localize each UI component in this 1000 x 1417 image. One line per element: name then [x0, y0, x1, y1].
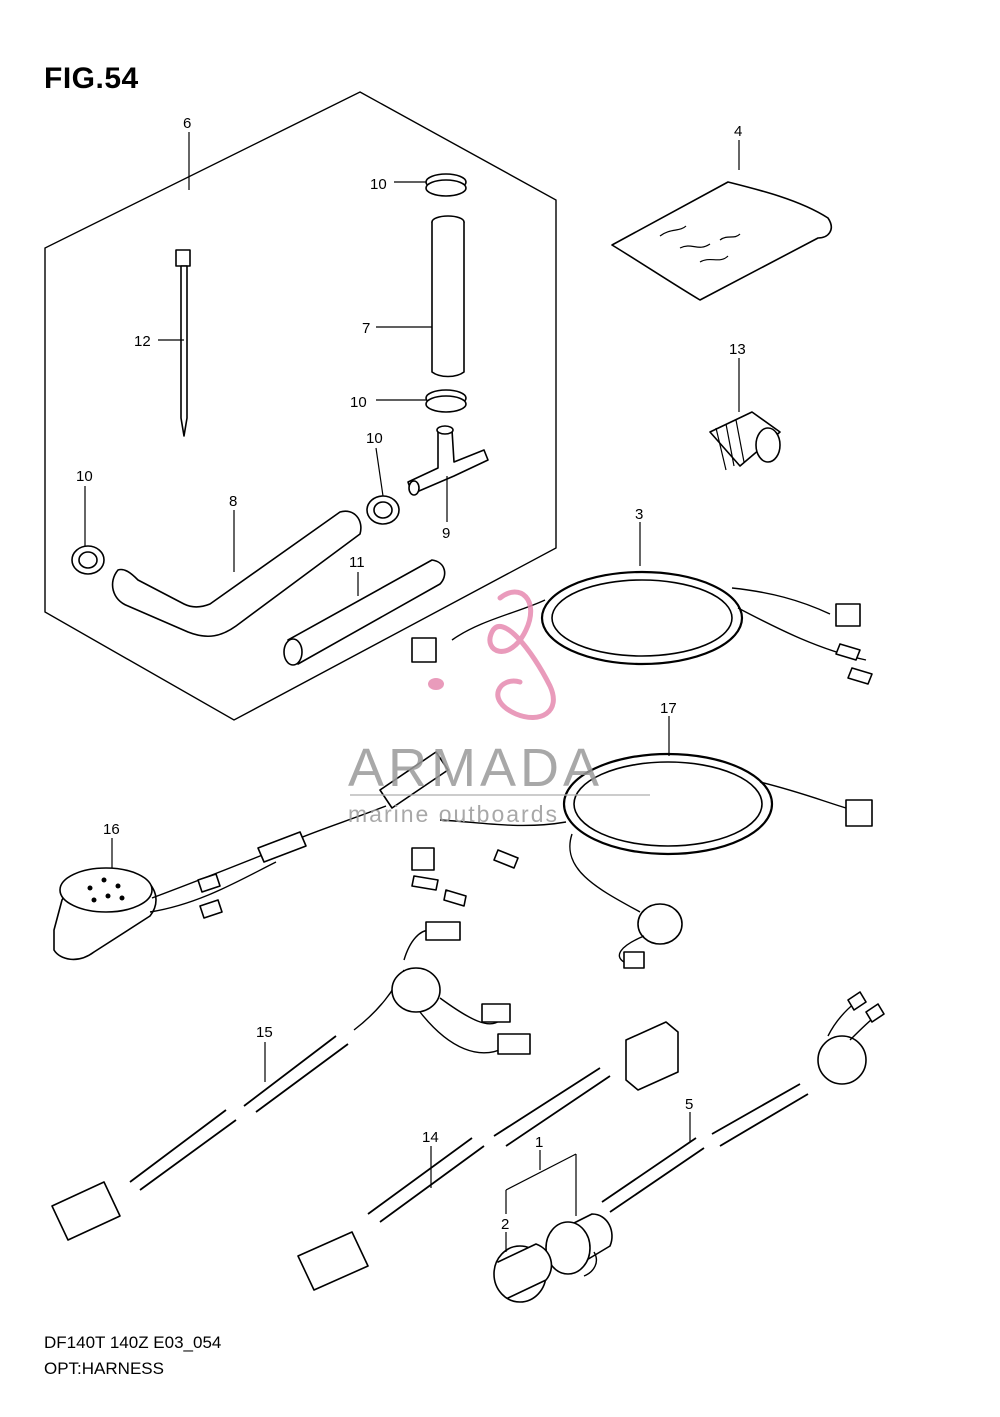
callout-14: 14	[422, 1129, 439, 1146]
watermark-logo	[428, 589, 556, 720]
callout-4: 4	[734, 123, 742, 140]
hose	[431, 215, 465, 378]
hose-clamp-left	[71, 545, 105, 575]
straight-hose	[283, 559, 446, 666]
watermark-tagline: marine outboards	[348, 801, 559, 827]
t-joint	[407, 425, 489, 496]
harness-17	[299, 751, 873, 969]
parts-bag	[611, 181, 833, 301]
watermark: ARMADA marine outboards	[348, 589, 650, 827]
callout-12: 12	[134, 333, 151, 350]
callout-11: 11	[349, 554, 365, 571]
harness-14	[297, 1021, 679, 1291]
socket-cap	[493, 1243, 553, 1303]
callout-6: 6	[183, 115, 191, 132]
callout-3: 3	[635, 506, 643, 523]
buzzer	[53, 831, 307, 961]
hose-clamp-top	[425, 173, 467, 197]
callout-10: 10	[370, 176, 387, 193]
callout-labels: 6 10 4 12 7 13 10 10 10 8 9 3 11 17 16 1…	[76, 115, 746, 1233]
callout-16: 16	[103, 821, 120, 838]
kit-boundary	[44, 91, 557, 721]
harness-3	[411, 570, 873, 685]
harness-5	[601, 991, 885, 1213]
callout-10: 10	[350, 394, 367, 411]
grommet	[709, 411, 781, 471]
callout-8: 8	[229, 493, 237, 510]
hose-clamp-right	[366, 495, 400, 525]
callout-10: 10	[76, 468, 93, 485]
callout-13: 13	[729, 341, 746, 358]
model-code: DF140T 140Z E03_054	[44, 1333, 222, 1352]
socket	[545, 1213, 613, 1277]
callout-17: 17	[660, 700, 677, 717]
section-title: OPT:HARNESS	[44, 1359, 164, 1378]
callout-9: 9	[442, 525, 450, 542]
hose-clamp-middle	[425, 389, 467, 413]
leader-lines	[84, 132, 740, 1252]
callout-5: 5	[685, 1096, 693, 1113]
watermark-brand: ARMADA	[348, 738, 603, 798]
callout-7: 7	[362, 320, 370, 337]
bent-hose	[111, 510, 362, 638]
callout-10: 10	[366, 430, 383, 447]
callout-2: 2	[501, 1216, 509, 1233]
callout-15: 15	[256, 1024, 273, 1041]
figure-title: FIG.54	[44, 62, 139, 95]
cable-tie	[175, 249, 191, 437]
callout-1: 1	[535, 1134, 543, 1151]
harness-15	[51, 921, 531, 1241]
